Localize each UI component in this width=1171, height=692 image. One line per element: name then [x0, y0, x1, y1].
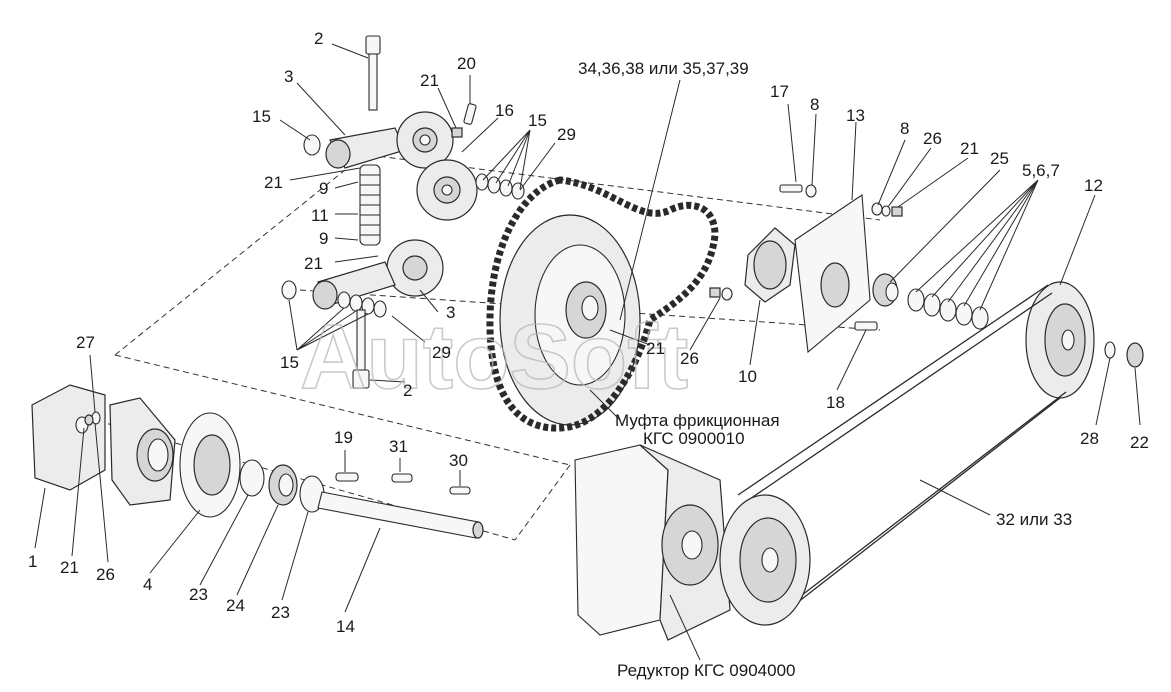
label-21-mid: 21: [264, 173, 283, 192]
washer-28: [1104, 341, 1116, 359]
label-20: 20: [457, 54, 476, 73]
label-21-chain: 21: [646, 339, 665, 358]
bolt-2-upper: [365, 35, 381, 111]
label-3-top: 3: [284, 67, 293, 86]
label-18: 18: [826, 393, 845, 412]
bearing-25: [872, 273, 899, 307]
label-21-plate: 21: [960, 139, 979, 158]
label-2-top: 2: [314, 29, 323, 48]
bolt-20: [463, 103, 477, 125]
keys-19-31-30: [335, 472, 471, 495]
label-26-plate: 26: [923, 129, 942, 148]
tensioner-arm-3-lower: [281, 261, 396, 310]
label-8-right: 8: [900, 119, 909, 138]
label-14: 14: [336, 617, 355, 636]
label-15-right: 15: [528, 111, 547, 130]
nut-21-plate: [871, 202, 903, 217]
label-16: 16: [495, 101, 514, 120]
nut-21-upper: [451, 127, 463, 138]
watermark-text: AutoSoft: [300, 306, 688, 408]
label-22: 22: [1130, 433, 1149, 452]
flange-housing-4-left: [109, 397, 176, 506]
bolt-17: [779, 184, 817, 198]
label-26-chain: 26: [680, 349, 699, 368]
pulley-reducer: [719, 494, 811, 626]
label-belt-variants: 32 или 33: [996, 510, 1072, 529]
label-8-left: 8: [810, 95, 819, 114]
washers-15-upper: [475, 173, 525, 200]
friction-clutch: [499, 214, 641, 426]
plate-13: [794, 194, 871, 354]
v-belt: [737, 284, 1067, 621]
label-9-bottom: 9: [319, 229, 328, 248]
label-9-top: 9: [319, 179, 328, 198]
leader-lines: [34, 43, 1141, 661]
sprocket-16-upper: [396, 111, 454, 169]
label-29-lower: 29: [432, 343, 451, 362]
reducer: [574, 444, 731, 641]
label-17: 17: [770, 82, 789, 101]
pulley-12: [1025, 281, 1095, 399]
label-29-top: 29: [557, 125, 576, 144]
snap-ring-23-left: [239, 459, 265, 497]
label-23-right: 23: [271, 603, 290, 622]
spring-11: [359, 164, 381, 246]
label-11: 11: [311, 206, 329, 225]
label-30: 30: [449, 451, 468, 470]
label-19: 19: [334, 428, 353, 447]
housing-1: [31, 384, 106, 491]
flange-plate-4: [179, 412, 241, 518]
label-27: 27: [76, 333, 95, 352]
label-21-lower: 21: [304, 254, 323, 273]
sprocket-lower: [386, 239, 444, 297]
nut-22: [1126, 342, 1144, 368]
bolt-18: [854, 321, 878, 331]
label-3-lower: 3: [446, 303, 455, 322]
label-21-housing: 21: [60, 558, 79, 577]
label-13: 13: [846, 106, 865, 125]
label-2-lower: 2: [403, 381, 412, 400]
label-31: 31: [389, 437, 408, 456]
shaft-14: [317, 491, 484, 539]
label-23-left: 23: [189, 585, 208, 604]
callout-labels: 2 3 15 21 20 16 15 29 21 9 11 9 21 3 29 …: [28, 29, 1149, 680]
washer-27-nut-21: [84, 411, 101, 426]
bearing-housing-10: [744, 227, 796, 303]
label-21-top: 21: [420, 71, 439, 90]
label-clutch-code: КГС 0900010: [643, 429, 745, 448]
label-1: 1: [28, 552, 37, 571]
spacers-5-6-7: [907, 288, 989, 330]
label-12: 12: [1084, 176, 1103, 195]
label-15-top: 15: [252, 107, 271, 126]
tensioner-arm-3-upper: [303, 127, 406, 169]
bearing-24: [268, 464, 298, 506]
label-clutch-name: Муфта фрикционная: [615, 411, 780, 430]
label-chain-variants: 34,36,38 или 35,37,39: [578, 59, 749, 78]
label-26-housing: 26: [96, 565, 115, 584]
label-reducer: Редуктор КГС 0904000: [617, 661, 795, 680]
label-4: 4: [143, 575, 152, 594]
label-28: 28: [1080, 429, 1099, 448]
label-24: 24: [226, 596, 245, 615]
label-25: 25: [990, 149, 1009, 168]
sprocket-middle: [416, 159, 478, 221]
label-5-6-7: 5,6,7: [1022, 161, 1060, 180]
bolt-2-lower: [352, 309, 370, 389]
label-15-lower: 15: [280, 353, 299, 372]
label-10: 10: [738, 367, 757, 386]
nut-21-chain: [709, 287, 733, 301]
